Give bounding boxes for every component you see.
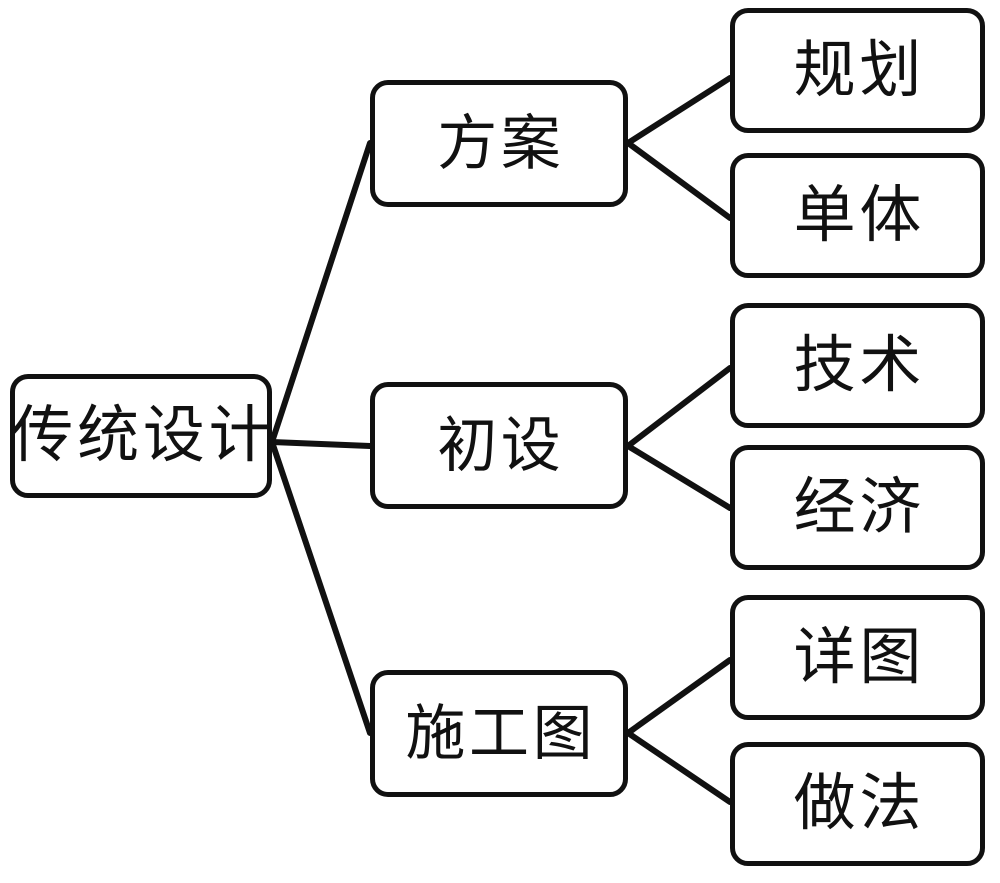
node-leaf-danti-label: 单体: [793, 181, 926, 250]
connector-chushe-to-jishu: [625, 365, 733, 449]
node-leaf-jingji-label: 经济: [793, 473, 926, 542]
connector-chushe-to-jingji: [625, 443, 733, 511]
node-leaf-xiangtu-label: 详图: [793, 623, 926, 692]
node-leaf-jingji[interactable]: 经济: [730, 445, 985, 570]
node-stage-chushe[interactable]: 初设: [370, 382, 628, 509]
node-root-label: 传统设计: [11, 402, 275, 470]
node-leaf-jishu-label: 技术: [793, 331, 926, 400]
node-leaf-jishu[interactable]: 技术: [730, 303, 985, 428]
node-stage-fangan[interactable]: 方案: [370, 80, 628, 207]
connector-fangan-to-guihua: [625, 75, 733, 146]
connector-root-to-fangan: [269, 140, 373, 445]
node-leaf-zuofa-label: 做法: [793, 770, 926, 838]
connector-shigongtu-to-xiangtu: [625, 657, 733, 736]
connector-fangan-to-danti: [625, 140, 733, 221]
node-leaf-guihua[interactable]: 规划: [730, 8, 985, 133]
connector-shigongtu-to-zuofa: [625, 730, 733, 805]
node-stage-chushe-label: 初设: [437, 412, 565, 479]
node-leaf-guihua-label: 规划: [793, 36, 926, 105]
node-leaf-zuofa[interactable]: 做法: [730, 742, 985, 866]
connector-root-to-chushe: [269, 439, 373, 449]
node-stage-fangan-label: 方案: [437, 110, 565, 177]
connector-root-to-shigongtu: [269, 439, 373, 736]
node-stage-shigongtu-label: 施工图: [405, 700, 597, 767]
node-leaf-danti[interactable]: 单体: [730, 153, 985, 278]
node-root[interactable]: 传统设计: [10, 374, 272, 498]
node-leaf-xiangtu[interactable]: 详图: [730, 595, 985, 720]
node-stage-shigongtu[interactable]: 施工图: [370, 670, 628, 797]
